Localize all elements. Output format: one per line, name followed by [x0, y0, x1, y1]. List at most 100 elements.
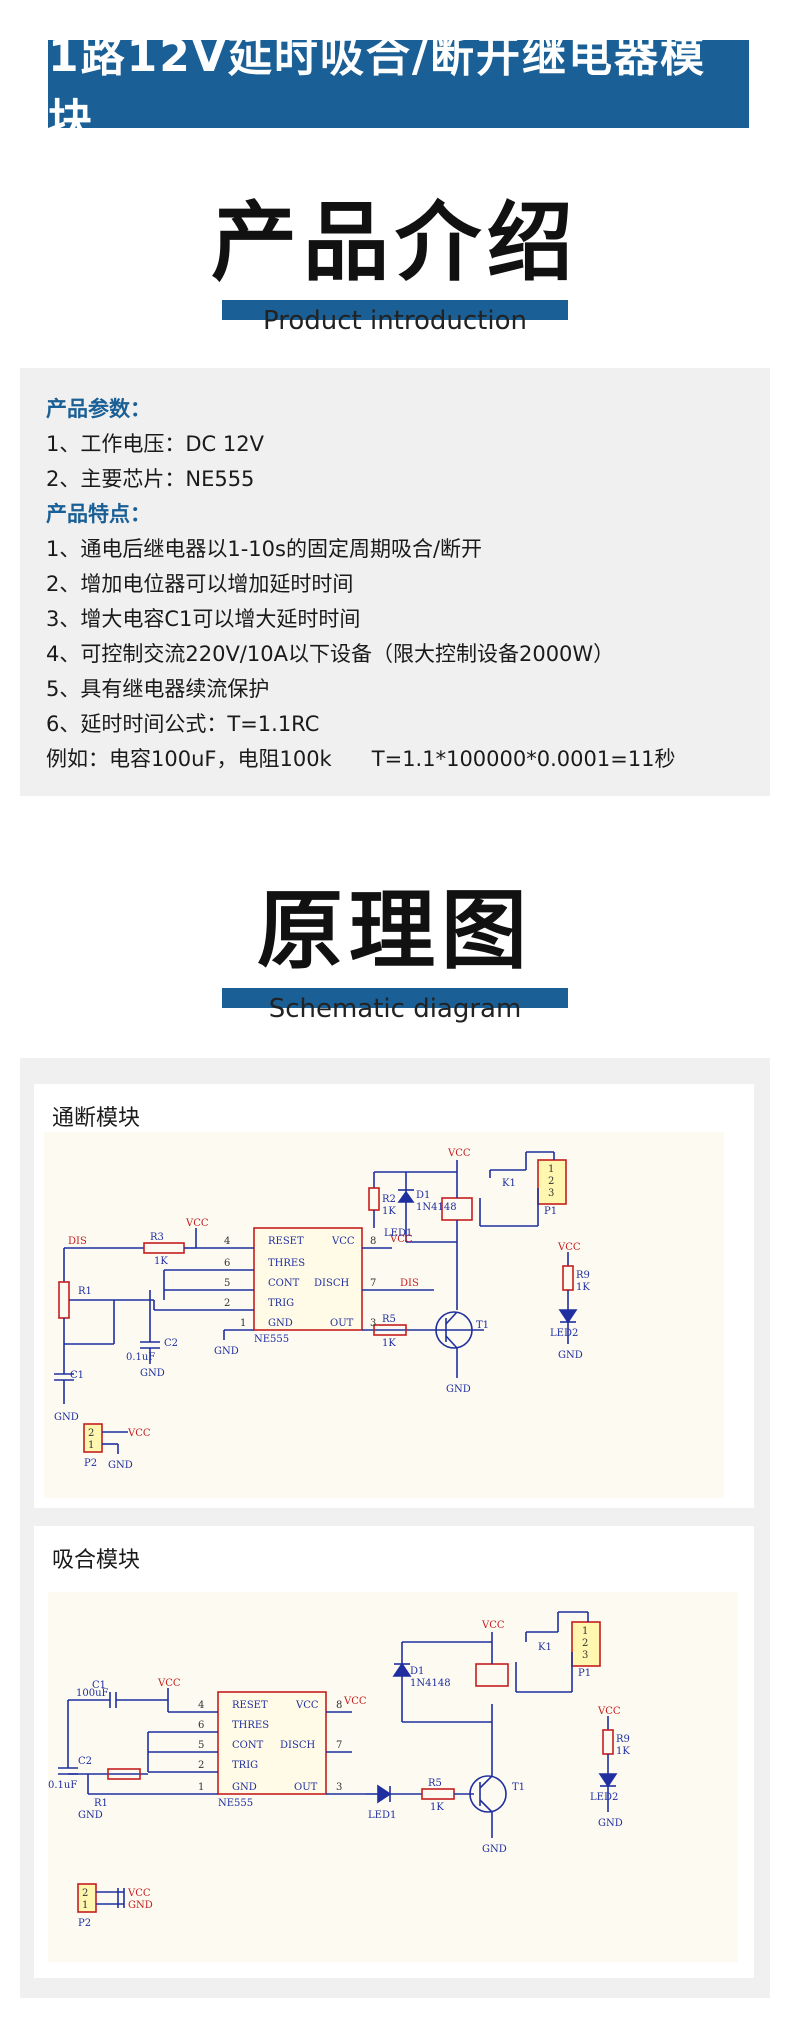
pullin-schematic-svg: RESET VCC THRES CONT DISCH TRIG GND OUT … — [48, 1611, 630, 1929]
page-banner: 1路12V延时吸合/断开继电器模块 — [48, 31, 749, 146]
pullin-module-card: 吸合模块 — [34, 1526, 754, 1978]
lbl-out: OUT — [330, 1318, 354, 1329]
params-heading: 产品参数： — [46, 397, 151, 421]
p-lbl-pin4: 4 — [198, 1700, 204, 1711]
p-lbl-vcc-c: VCC — [481, 1620, 505, 1631]
lbl-disch: DISCH — [314, 1278, 349, 1289]
lbl-p1-pin2: 2 — [548, 1176, 554, 1187]
lbl-p2-pin1: 1 — [88, 1440, 94, 1451]
p-lbl-p1: P1 — [578, 1668, 591, 1679]
pullin-schematic: RESET VCC THRES CONT DISCH TRIG GND OUT … — [48, 1592, 738, 1962]
lbl-r3-val: 1K — [154, 1256, 168, 1267]
p-lbl-thres: THRES — [232, 1720, 269, 1731]
feature-4: 4、可控制交流220V/10A以下设备（限大控制设备2000W） — [46, 642, 615, 666]
lbl-r9-val: 1K — [576, 1282, 590, 1293]
lbl-gnd-a: GND — [54, 1412, 79, 1423]
lbl-pin1: 1 — [240, 1318, 246, 1329]
intro-subtitle: Product introduction — [263, 306, 527, 336]
lbl-p1: P1 — [544, 1206, 557, 1217]
p-lbl-vcc-e: VCC — [127, 1888, 151, 1899]
lbl-r5-val: 1K — [382, 1338, 396, 1349]
p-lbl-c1: C1 — [92, 1680, 106, 1691]
p-lbl-d1-val: 1N4148 — [410, 1678, 451, 1689]
lbl-pin8: 8 — [370, 1236, 376, 1247]
lbl-gnd-e: GND — [558, 1350, 583, 1361]
p-lbl-reset: RESET — [232, 1700, 268, 1711]
p-lbl-gnd-e: GND — [128, 1900, 153, 1911]
lbl-cont: CONT — [268, 1278, 300, 1289]
lbl-gnd-pin: GND — [268, 1318, 293, 1329]
p-lbl-p1-pin2: 2 — [582, 1638, 588, 1649]
lbl-led2: LED2 — [550, 1328, 578, 1339]
lbl-c2-val: 0.1uF — [126, 1352, 155, 1363]
lbl-gnd-c: GND — [214, 1346, 239, 1357]
feature-6: 6、延时时间公式：T=1.1RC — [46, 712, 320, 736]
lbl-pin5: 5 — [224, 1278, 230, 1289]
lbl-d1: D1 — [416, 1190, 430, 1201]
p-lbl-k1: K1 — [538, 1642, 552, 1653]
p-lbl-vcc-a: VCC — [157, 1678, 181, 1689]
feature-example: 例如：电容100uF，电阻100k T=1.1*100000*0.0001=11… — [46, 747, 676, 771]
lbl-r1: R1 — [78, 1286, 92, 1297]
toggle-module-title: 通断模块 — [52, 1106, 141, 1131]
p-lbl-gnd-c: GND — [598, 1818, 623, 1829]
lbl-trig: TRIG — [268, 1298, 294, 1309]
p-lbl-t1: T1 — [512, 1782, 525, 1793]
lbl-k1: K1 — [502, 1178, 516, 1189]
product-params-panel: 产品参数： 1、工作电压：DC 12V 2、主要芯片：NE555 产品特点： 1… — [20, 368, 770, 796]
p-lbl-pin6: 6 — [198, 1720, 204, 1731]
p-lbl-p2-pin2: 2 — [82, 1888, 88, 1899]
pullin-module-title: 吸合模块 — [52, 1548, 141, 1573]
lbl-vcc-d: VCC — [557, 1242, 581, 1253]
schematic-subtitle: Schematic diagram — [268, 994, 522, 1024]
lbl-vcc-e: VCC — [127, 1428, 151, 1439]
p-lbl-vcc-b: VCC — [343, 1696, 367, 1707]
lbl-pin3: 3 — [370, 1318, 376, 1329]
intro-bar — [222, 300, 568, 320]
lbl-vcc-a: VCC — [185, 1218, 209, 1229]
lbl-pin6: 6 — [224, 1258, 230, 1269]
toggle-schematic-svg: RESET VCC THRES CONT DISCH TRIG GND OUT … — [54, 1148, 590, 1471]
feature-1: 1、通电后继电器以1-10s的固定周期吸合/断开 — [46, 537, 483, 561]
p-lbl-p1-pin3: 3 — [582, 1650, 588, 1661]
p-lbl-r5-val: 1K — [430, 1802, 444, 1813]
p-lbl-pin7: 7 — [336, 1740, 342, 1751]
feature-5: 5、具有继电器续流保护 — [46, 677, 270, 701]
p-lbl-p1-pin1: 1 — [582, 1626, 588, 1637]
p-lbl-pin8: 8 — [336, 1700, 342, 1711]
p-lbl-pin3: 3 — [336, 1782, 342, 1793]
p-lbl-d1: D1 — [410, 1666, 424, 1677]
lbl-reset: RESET — [268, 1236, 304, 1247]
p-lbl-led2: LED2 — [590, 1792, 618, 1803]
p-lbl-c2-val: 0.1uF — [48, 1780, 77, 1791]
lbl-p1-pin3: 3 — [548, 1188, 554, 1199]
lbl-p2: P2 — [84, 1458, 97, 1469]
p-lbl-r1: R1 — [94, 1798, 108, 1809]
lbl-r9: R9 — [576, 1270, 590, 1281]
p-lbl-p2-pin1: 1 — [82, 1900, 88, 1911]
lbl-c1: C1 — [70, 1370, 84, 1381]
lbl-pin7: 7 — [370, 1278, 376, 1289]
p-lbl-led1: LED1 — [368, 1810, 396, 1821]
p-lbl-trig: TRIG — [232, 1760, 258, 1771]
lbl-r3: R3 — [150, 1232, 164, 1243]
param-voltage: 1、工作电压：DC 12V — [46, 432, 264, 456]
p-lbl-gnd-a: GND — [78, 1810, 103, 1821]
p-lbl-cont: CONT — [232, 1740, 264, 1751]
p-lbl-vcc-pin: VCC — [295, 1700, 319, 1711]
p-lbl-c1-val: 100uF — [76, 1688, 109, 1699]
lbl-vcc-c: VCC — [447, 1148, 471, 1159]
p-lbl-p2: P2 — [78, 1918, 91, 1929]
features-heading: 产品特点： — [46, 502, 151, 526]
lbl-ne555: NE555 — [254, 1334, 289, 1345]
feature-3: 3、增大电容C1可以增大延时时间 — [46, 607, 361, 631]
lbl-dis-b: DIS — [400, 1278, 419, 1289]
schematic-panel: 通断模块 — [20, 1058, 770, 1998]
p-lbl-gnd-pin: GND — [232, 1782, 257, 1793]
p-lbl-pin2: 2 — [198, 1760, 204, 1771]
p-lbl-ne555: NE555 — [218, 1798, 253, 1809]
lbl-pin4: 4 — [224, 1236, 230, 1247]
lbl-t1: T1 — [476, 1320, 489, 1331]
p-lbl-r5: R5 — [428, 1778, 442, 1789]
lbl-vcc-pin: VCC — [331, 1236, 355, 1247]
